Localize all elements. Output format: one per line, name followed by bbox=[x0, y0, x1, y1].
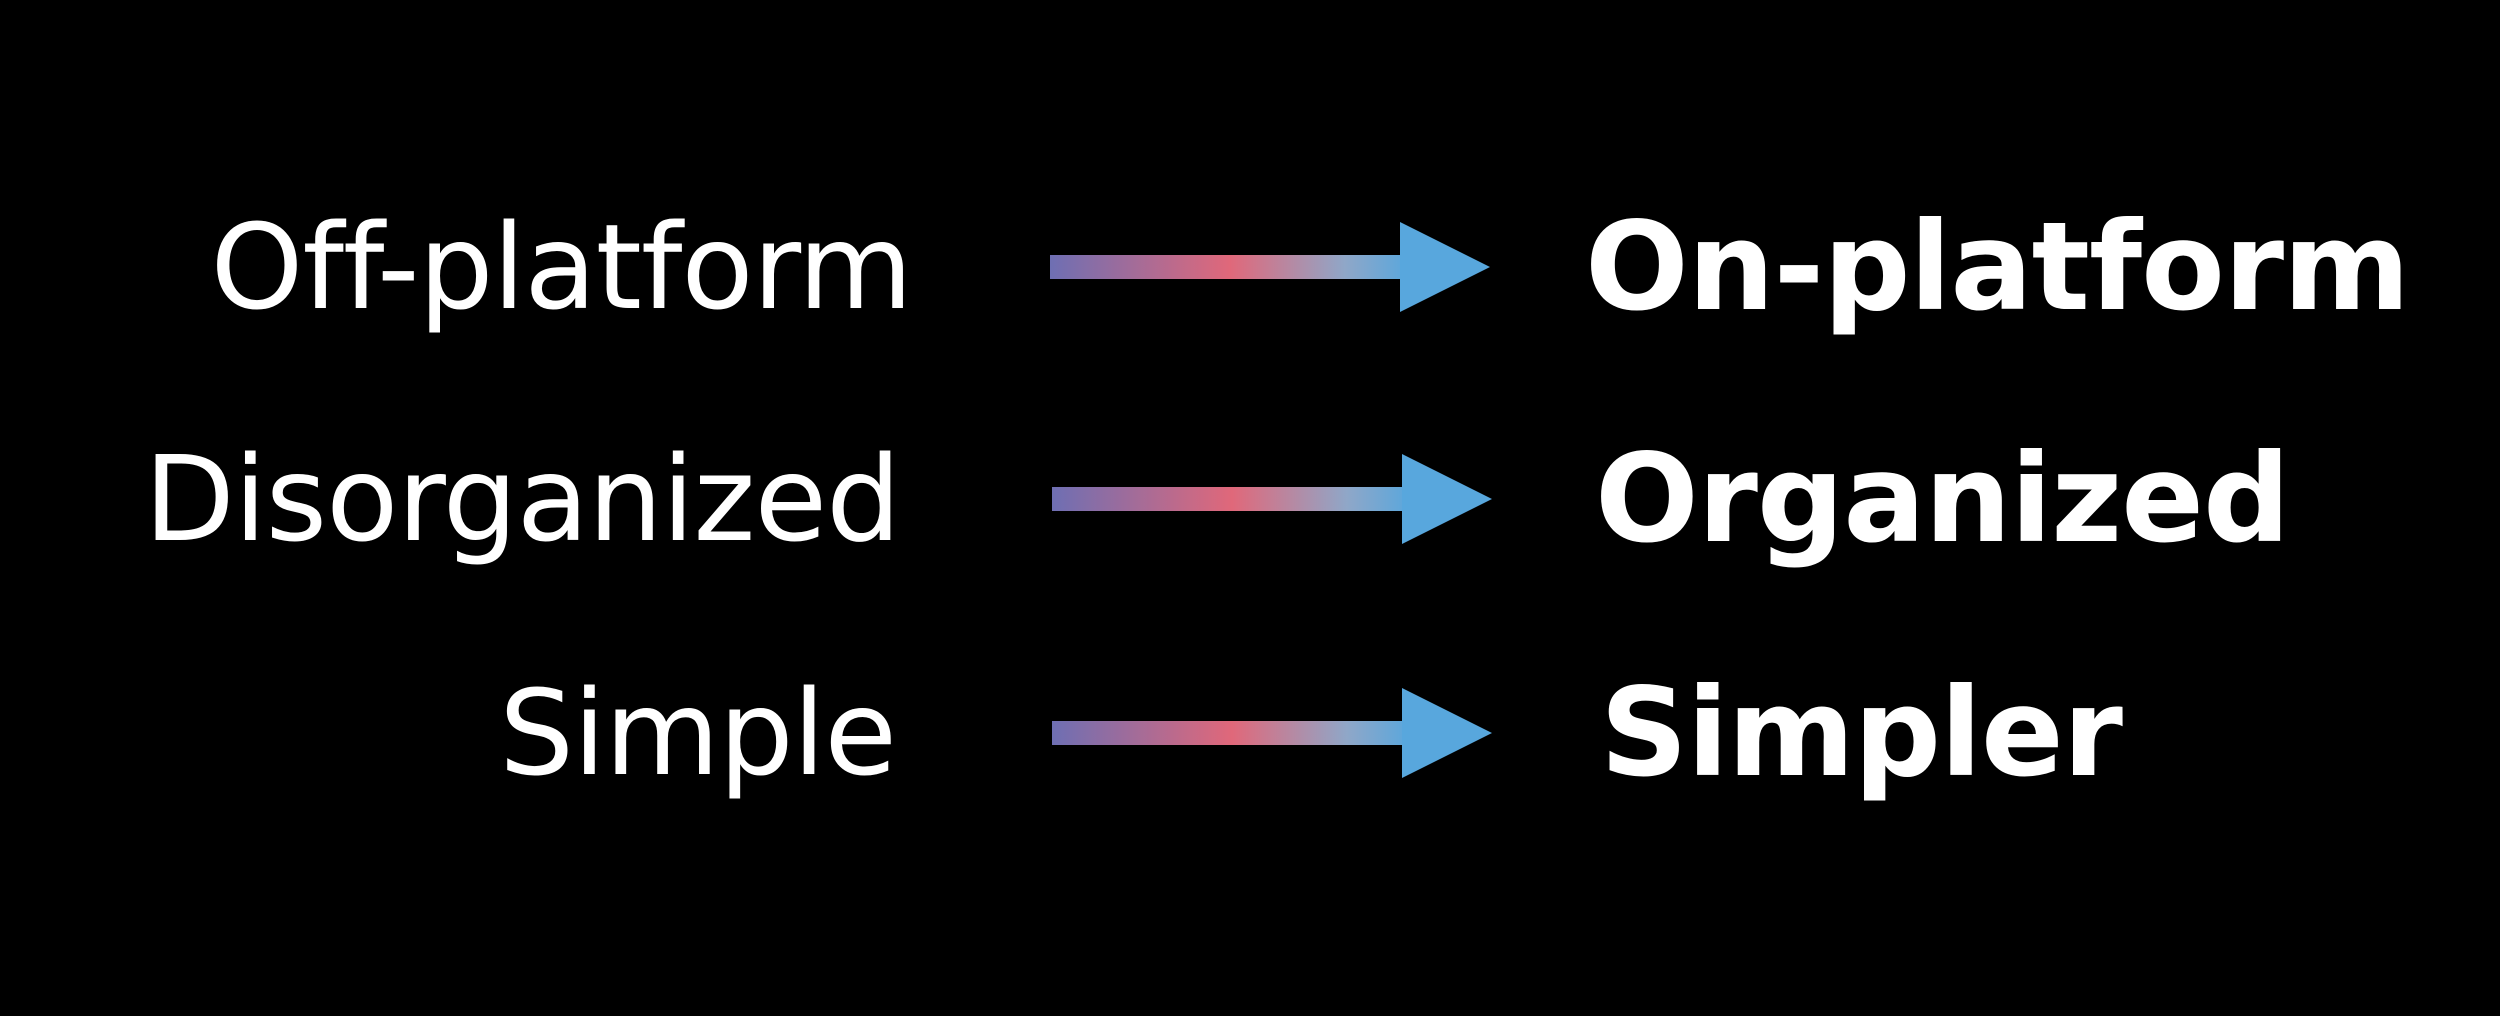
comparison-row: Off-platform On-platform bbox=[0, 182, 2500, 352]
before-label: Simple bbox=[499, 664, 897, 802]
comparison-row: Simple Simpler bbox=[0, 648, 2500, 818]
before-label: Off-platform bbox=[210, 198, 913, 336]
right-arrow-icon bbox=[1050, 222, 1490, 312]
after-label: Organized bbox=[1595, 428, 2290, 570]
after-label: On-platform bbox=[1585, 196, 2410, 338]
comparison-row: Disorganized Organized bbox=[0, 414, 2500, 584]
after-label: Simpler bbox=[1600, 662, 2123, 804]
before-label: Disorganized bbox=[144, 430, 901, 568]
right-arrow-icon bbox=[1052, 454, 1492, 544]
right-arrow-icon bbox=[1052, 688, 1492, 778]
